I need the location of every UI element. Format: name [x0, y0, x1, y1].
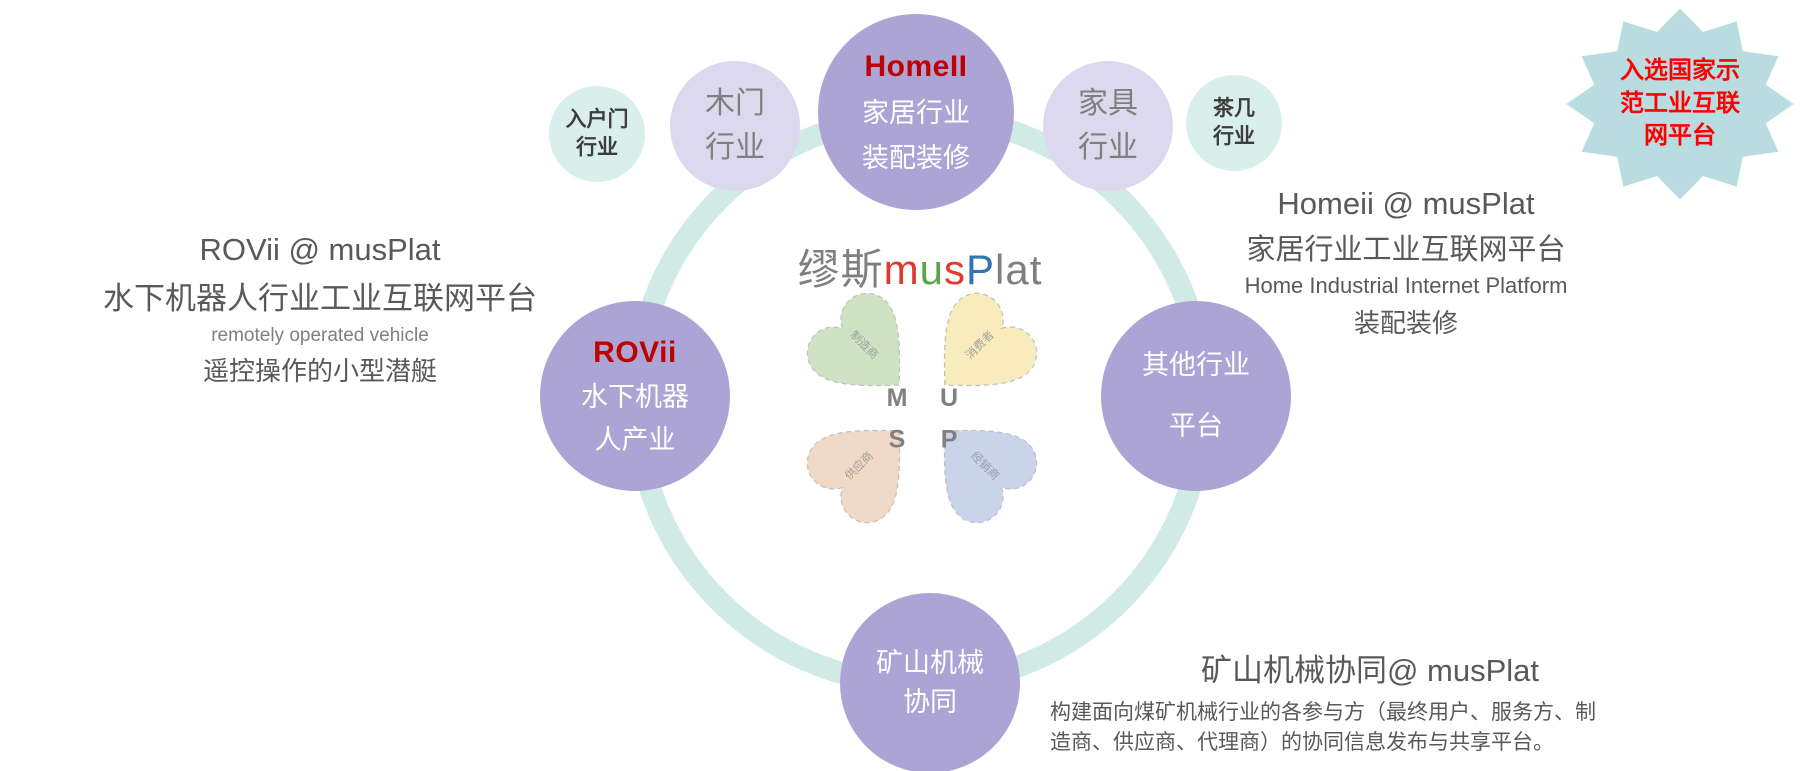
node-rovii-line2: 人产业: [594, 425, 676, 455]
title-seg-m: m: [883, 246, 920, 293]
leaf-consumer: [943, 292, 1038, 387]
mining-annotation: 矿山机械协同@ musPlat 构建面向煤矿机械行业的各参与方（最终用户、服务方…: [1050, 645, 1690, 759]
rovii-annotation-title: ROVii @ musPlat: [199, 232, 441, 267]
node-wood-door: 木门 行业: [670, 61, 800, 191]
homeii-annotation-subtitle: 家居行业工业互联网平台: [1246, 234, 1566, 266]
node-mining-line1: 矿山机械: [876, 647, 984, 678]
rovii-annotation: ROVii @ musPlat 水下机器人行业工业互联网平台 remotely …: [40, 232, 600, 388]
node-furniture-line1: 家具: [1078, 86, 1138, 120]
node-homeii: HomeII 家居行业 装配装修: [818, 14, 1014, 210]
title-seg-p: P: [966, 246, 996, 293]
leaf-labels: 制造商 消费者 供应商 经销商: [842, 328, 1003, 483]
letter-m: M: [887, 384, 908, 412]
node-homeii-line2: 装配装修: [862, 143, 970, 173]
title-seg-s: s: [944, 246, 966, 293]
musp-clover-logo: 制造商 消费者 供应商 经销商 M U S P: [806, 292, 1038, 524]
node-furniture: 家具 行业: [1043, 61, 1173, 191]
node-rovii-name: ROVii: [593, 335, 677, 369]
node-mining: 矿山机械 协同: [840, 593, 1020, 771]
homeii-annotation-title: Homeii @ musPlat: [1277, 186, 1535, 221]
node-tea-table-line1: 茶几: [1213, 97, 1255, 121]
node-entry-door-line2: 行业: [576, 135, 618, 159]
rovii-annotation-desc: 遥控操作的小型潜艇: [202, 356, 437, 386]
award-badge-line1: 入选国家示: [1620, 57, 1740, 85]
title-seg-cn: 缪斯: [797, 246, 884, 293]
node-rovii-line1: 水下机器: [581, 381, 689, 412]
award-badge-star-shape: [1566, 8, 1794, 200]
mining-annotation-desc-line2: 造商、供应商、代理商）的协同信息发布与共享平台。: [1050, 731, 1554, 755]
node-furniture-line2: 行业: [1078, 131, 1138, 164]
mining-annotation-desc-line1: 构建面向煤矿机械行业的各参与方（最终用户、服务方、制: [1050, 701, 1596, 724]
leaf-manufacturer: [806, 292, 901, 387]
letter-u: U: [940, 384, 958, 412]
title-seg-u: u: [919, 246, 944, 293]
homeii-annotation: Homeii @ musPlat 家居行业工业互联网平台 Home Indust…: [1146, 186, 1666, 340]
node-homeii-name: HomeII: [864, 49, 968, 83]
node-entry-door: 入户门 行业: [549, 86, 645, 182]
homeii-annotation-desc: 装配装修: [1353, 308, 1458, 338]
node-wood-door-line1: 木门: [705, 86, 765, 120]
homeii-annotation-english: Home Industrial Internet Platform: [1244, 273, 1568, 298]
mining-annotation-title: 矿山机械协同@ musPlat: [1200, 653, 1540, 688]
award-badge-star: [1566, 8, 1794, 200]
title-seg-lat: lat: [995, 246, 1043, 293]
award-badge-line2: 范工业互联: [1620, 89, 1740, 117]
rovii-annotation-english: remotely operated vehicle: [211, 325, 429, 346]
letter-p: P: [941, 426, 958, 454]
node-rovii: ROVii 水下机器 人产业: [540, 301, 730, 491]
musp-letters: M U S P: [887, 384, 959, 454]
node-tea-table-line2: 行业: [1213, 124, 1255, 148]
leaf-distributor: [943, 429, 1038, 524]
award-badge-line3: 网平台: [1644, 122, 1716, 150]
node-entry-door-line1: 入户门: [565, 108, 629, 132]
node-tea-table: 茶几 行业: [1186, 75, 1282, 171]
rovii-annotation-subtitle: 水下机器人行业工业互联网平台: [103, 281, 537, 316]
letter-s: S: [889, 426, 906, 454]
clover-leaves: [806, 292, 1038, 524]
platform-title: 缪斯musPlat: [660, 236, 1180, 297]
award-badge-text: 入选国家示 范工业互联 网平台: [1561, 4, 1799, 204]
node-other-industry-line2: 平台: [1169, 411, 1223, 441]
node-mining-line2: 协同: [903, 687, 957, 717]
leaf-supplier: [806, 429, 901, 524]
node-other-industry-line1: 其他行业: [1142, 349, 1250, 380]
node-homeii-line1: 家居行业: [862, 97, 970, 128]
node-wood-door-line2: 行业: [705, 131, 765, 164]
node-other-industry: 其他行业 平台: [1101, 301, 1291, 491]
